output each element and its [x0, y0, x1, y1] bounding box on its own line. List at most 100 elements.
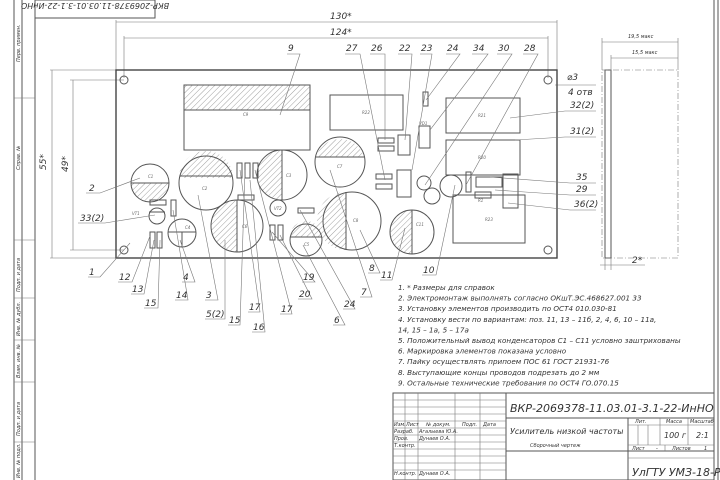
side-view: 19,5 макс 15,5 макс 2*	[600, 34, 679, 270]
hdr-doc: № докум.	[425, 422, 451, 428]
rotated-doc-code: ВКР-2069378-11.03.01-3.1-22-ИнНО	[21, 1, 169, 10]
transistor-vt2	[269, 199, 287, 217]
note-line: 6. Маркировка элементов показана условно	[398, 347, 567, 356]
drawing-title: Усилитель низкой частоты	[510, 427, 623, 436]
position-balloon: 9	[288, 44, 294, 54]
name-checker: Дунаев О.А.	[418, 436, 450, 442]
sheets-value: 1	[704, 446, 707, 452]
position-balloon: 24	[344, 300, 356, 310]
lit-label: Лит.	[634, 419, 647, 425]
dim-side-max1: 19,5 макс	[628, 34, 654, 40]
strip-sign-date-1: Подп. и дата	[16, 258, 22, 292]
ref-c8: C8	[353, 218, 359, 223]
resistor-small	[149, 199, 167, 206]
resistor-small	[297, 207, 315, 214]
resistor-small	[465, 171, 472, 193]
ref-vd1: VD1	[419, 121, 427, 126]
note-line: 2. Электромонтаж выполнять согласно ОКшТ…	[398, 294, 642, 303]
resistor-small	[474, 191, 492, 199]
ref-c1: C1	[148, 174, 153, 179]
position-balloon: 34	[473, 44, 485, 54]
position-balloon: 26	[371, 44, 383, 54]
resistor-small	[422, 91, 429, 107]
dim-hole-diameter: ⌀3	[567, 73, 578, 83]
leader-lines	[78, 53, 596, 333]
ref-r22: R22	[362, 110, 370, 115]
mass-label: Масса	[666, 419, 682, 425]
side-strip: Перв. примен. Справ. № Подп. и дата Инв.…	[13, 0, 35, 480]
position-balloon: 11	[381, 271, 392, 281]
ref-c5: C5	[304, 242, 310, 247]
position-balloon: 14	[176, 291, 188, 301]
capacitor-c5	[289, 223, 323, 257]
dim-width-holes: 124*	[330, 28, 352, 38]
dim-side-max2: 15,5 макс	[632, 50, 658, 56]
note-line: 4. Установку вести по вариантам: поз. 11…	[398, 315, 656, 324]
strip-sign-date-2: Подп. и дата	[16, 402, 22, 436]
position-balloon: 3	[206, 291, 212, 301]
hdr-list: Лист	[405, 422, 420, 428]
doc-code: ВКР-2069378-11.03.01-3.1-22-ИнНО	[510, 402, 714, 415]
position-balloon: 36(2)	[574, 200, 598, 210]
position-balloon: 29	[576, 185, 588, 195]
capacitor-c2	[178, 155, 234, 211]
position-balloon: 33(2)	[80, 214, 104, 224]
resistor-small	[375, 183, 393, 190]
name-developer: Агалыева Ю.А.	[418, 429, 458, 435]
hdr-izm: Изм.	[394, 422, 406, 428]
resistor-small	[156, 231, 163, 249]
position-balloon: 5(2)	[206, 310, 224, 320]
note-line: 7. Пайку осуществлять припоем ПОС 61 ГОС…	[398, 357, 610, 366]
position-balloon: 4	[183, 273, 189, 283]
position-balloon: 28	[524, 44, 536, 54]
connector-vd1	[418, 125, 431, 149]
ref-c7: C7	[337, 164, 343, 169]
resistor-small	[269, 224, 276, 241]
connector-terminal	[502, 173, 519, 209]
resistor-r22	[329, 94, 404, 131]
resistor-small	[377, 137, 395, 144]
transistor	[423, 187, 441, 205]
ref-c11: C11	[416, 222, 424, 227]
resistor-small	[170, 199, 177, 217]
position-balloon: 1	[89, 268, 95, 278]
position-balloon: 15	[145, 299, 157, 309]
note-line: 5. Положительный вывод конденсаторов С1 …	[398, 336, 681, 345]
transistor-vt1	[148, 207, 166, 225]
title-block: Изм. Лист № докум. Подп. Дата Разраб. Аг…	[392, 392, 720, 480]
position-balloon: 32(2)	[570, 101, 594, 111]
resistor-r20	[445, 139, 521, 176]
ref-r20: R20	[478, 155, 486, 160]
rotated-stamp-box	[34, 0, 156, 19]
position-balloon: 19	[303, 273, 315, 283]
ref-r23: R23	[485, 217, 493, 222]
mass-value: 100 г	[664, 431, 687, 440]
capacitor-c7	[314, 136, 366, 188]
resistor-r23	[452, 194, 526, 244]
diode-bridge	[397, 134, 411, 156]
mount-hole	[119, 245, 129, 255]
transistor	[439, 174, 463, 198]
position-balloon: 24	[447, 44, 459, 54]
position-balloon: 7	[361, 288, 367, 298]
strip-reference-no: Справ. №	[16, 146, 22, 170]
dim-hole-count: 4 отв	[568, 88, 593, 98]
mount-hole	[119, 75, 129, 85]
position-balloon: 2	[89, 184, 95, 194]
connector	[475, 176, 503, 188]
position-balloon: 6	[334, 316, 340, 326]
resistor-small	[252, 162, 259, 179]
sheet-value: -	[656, 446, 658, 452]
dim-height-outer: 55*	[39, 154, 49, 170]
position-balloon: 15	[229, 316, 241, 326]
note-line: 1. * Размеры для справок	[398, 283, 495, 292]
ref-c4: C4	[185, 225, 191, 230]
resistor-small	[236, 162, 243, 179]
resistor-small	[149, 231, 156, 249]
drawing-subtitle: Сборочный чертеж	[530, 443, 581, 449]
ref-vt2: VT2	[274, 206, 282, 211]
position-balloon: 20	[299, 290, 311, 300]
role-norm-control: Н.контр.	[394, 471, 416, 477]
position-balloon: 17	[249, 303, 261, 313]
